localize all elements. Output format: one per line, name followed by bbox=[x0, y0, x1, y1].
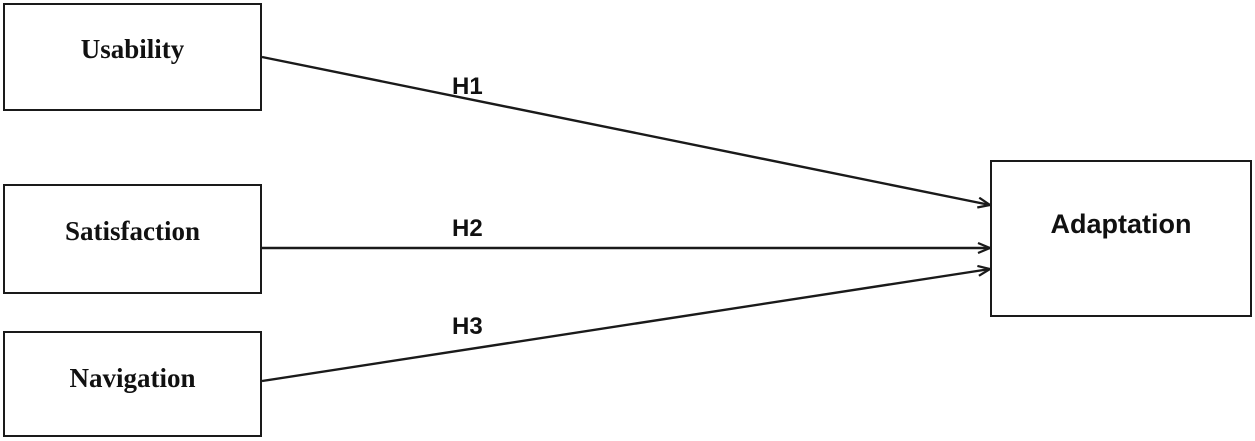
node-satisfaction: Satisfaction bbox=[3, 184, 262, 294]
node-satisfaction-label: Satisfaction bbox=[65, 215, 200, 246]
edge-h2-label: H2 bbox=[452, 215, 483, 242]
node-adaptation-label: Adaptation bbox=[1050, 209, 1192, 239]
node-usability-label: Usability bbox=[80, 33, 185, 64]
edge-h1-label: H1 bbox=[452, 73, 483, 100]
edge-h3-label: H3 bbox=[452, 313, 483, 340]
node-navigation: Navigation bbox=[3, 331, 262, 437]
edge-h1-arrow bbox=[261, 55, 990, 205]
edge-h3-arrow bbox=[261, 269, 990, 383]
node-adaptation: Adaptation bbox=[990, 160, 1252, 317]
node-usability: Usability bbox=[3, 3, 262, 111]
node-navigation-label: Navigation bbox=[69, 362, 196, 393]
